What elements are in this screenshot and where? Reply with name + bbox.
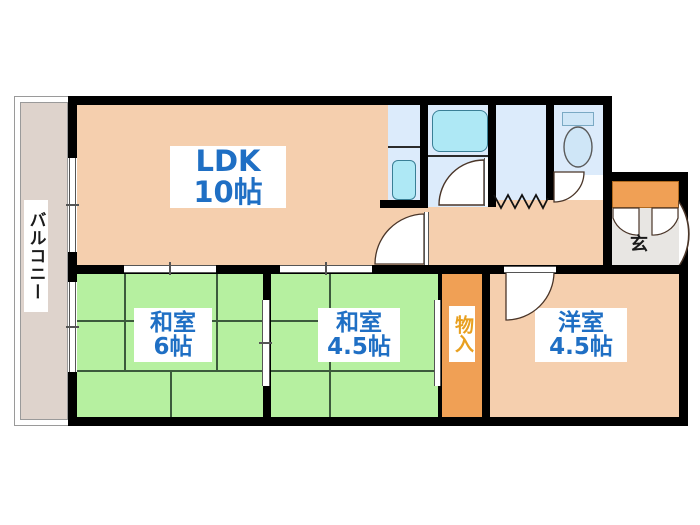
bathroom-floor-divider — [428, 155, 488, 157]
ldk-label-line2: 10帖 — [193, 175, 263, 209]
wall-bath-wc — [488, 105, 496, 207]
tatami-line — [124, 274, 126, 320]
toilet-tank-icon — [562, 112, 594, 126]
entry-door-swing[interactable] — [678, 199, 700, 268]
tatami-line — [124, 320, 126, 370]
bathroom-door-swing — [430, 158, 486, 206]
entrance-label: 玄 — [630, 234, 648, 255]
exterior-wall-left-lower — [68, 372, 77, 426]
washitsu-45-label: 和室 4.5帖 — [318, 308, 400, 362]
fusuma-washitsu45-storage[interactable] — [434, 300, 441, 386]
tatami-line — [271, 370, 438, 372]
wall-entry-left — [603, 181, 612, 277]
wall-washroom-right — [546, 105, 554, 200]
ldk-door-panel[interactable] — [424, 212, 429, 265]
balcony-sliding-window-upper-jamb — [66, 204, 79, 206]
entry-interior-double-door[interactable] — [612, 207, 679, 236]
kitchen-sink-icon — [392, 160, 416, 200]
exterior-wall-top-mid — [388, 96, 612, 105]
ldk-label-line1: LDK — [195, 144, 261, 179]
kitchen-counter-divider — [388, 146, 420, 148]
tatami-line — [216, 320, 218, 370]
washroom-floor — [496, 105, 546, 200]
washitsu-6-label: 和室 6帖 — [134, 308, 212, 362]
fusuma-between-washitsu-jamb — [259, 342, 272, 344]
balcony-label: バルコニー — [24, 200, 48, 312]
fusuma-ldk-to-washitsu45-jamb — [325, 262, 327, 275]
wall-storage-right — [482, 274, 490, 417]
folding-door-zigzag[interactable] — [493, 192, 549, 210]
toilet-icon — [562, 126, 594, 168]
tatami-line — [170, 370, 172, 417]
yoshitsu-45-label-line1: 洋室 — [558, 309, 604, 336]
shoe-cabinet-icon — [612, 181, 679, 208]
wall-kitchen-right — [420, 105, 428, 207]
western-room-door-panel[interactable] — [504, 266, 556, 273]
storage-label: 物入 — [449, 306, 475, 362]
wc-door-swing — [552, 171, 602, 206]
washitsu-6-label-line2: 6帖 — [153, 334, 193, 360]
exterior-wall-entry-notch — [603, 172, 688, 181]
exterior-wall-left-upper — [68, 96, 77, 158]
tatami-line — [329, 370, 331, 417]
fusuma-ldk-to-washitsu6-jamb — [169, 262, 171, 275]
tatami-line — [271, 320, 329, 322]
balcony-sliding-window-lower-jamb — [66, 326, 79, 328]
exterior-wall-top-left — [68, 96, 388, 105]
western-room-door-swing[interactable] — [504, 271, 558, 324]
yoshitsu-45-label: 洋室 4.5帖 — [535, 308, 627, 362]
washitsu-45-label-line2: 4.5帖 — [327, 334, 391, 360]
exterior-wall-right-upper — [603, 96, 612, 180]
exterior-wall-bottom — [68, 417, 688, 426]
ldk-door-swing[interactable] — [374, 213, 430, 265]
yoshitsu-45-label-line2: 4.5帖 — [549, 334, 613, 360]
tatami-line — [216, 274, 218, 320]
washitsu-45-label-line1: 和室 — [336, 309, 382, 336]
ldk-label: LDK 10帖 — [170, 146, 286, 208]
exterior-wall-right — [679, 172, 688, 426]
bathtub-icon — [432, 110, 488, 152]
wall-ldk-rooms-divider — [68, 265, 688, 274]
wall-ldk-hall — [380, 200, 428, 208]
washitsu-6-label-line1: 和室 — [150, 309, 196, 336]
